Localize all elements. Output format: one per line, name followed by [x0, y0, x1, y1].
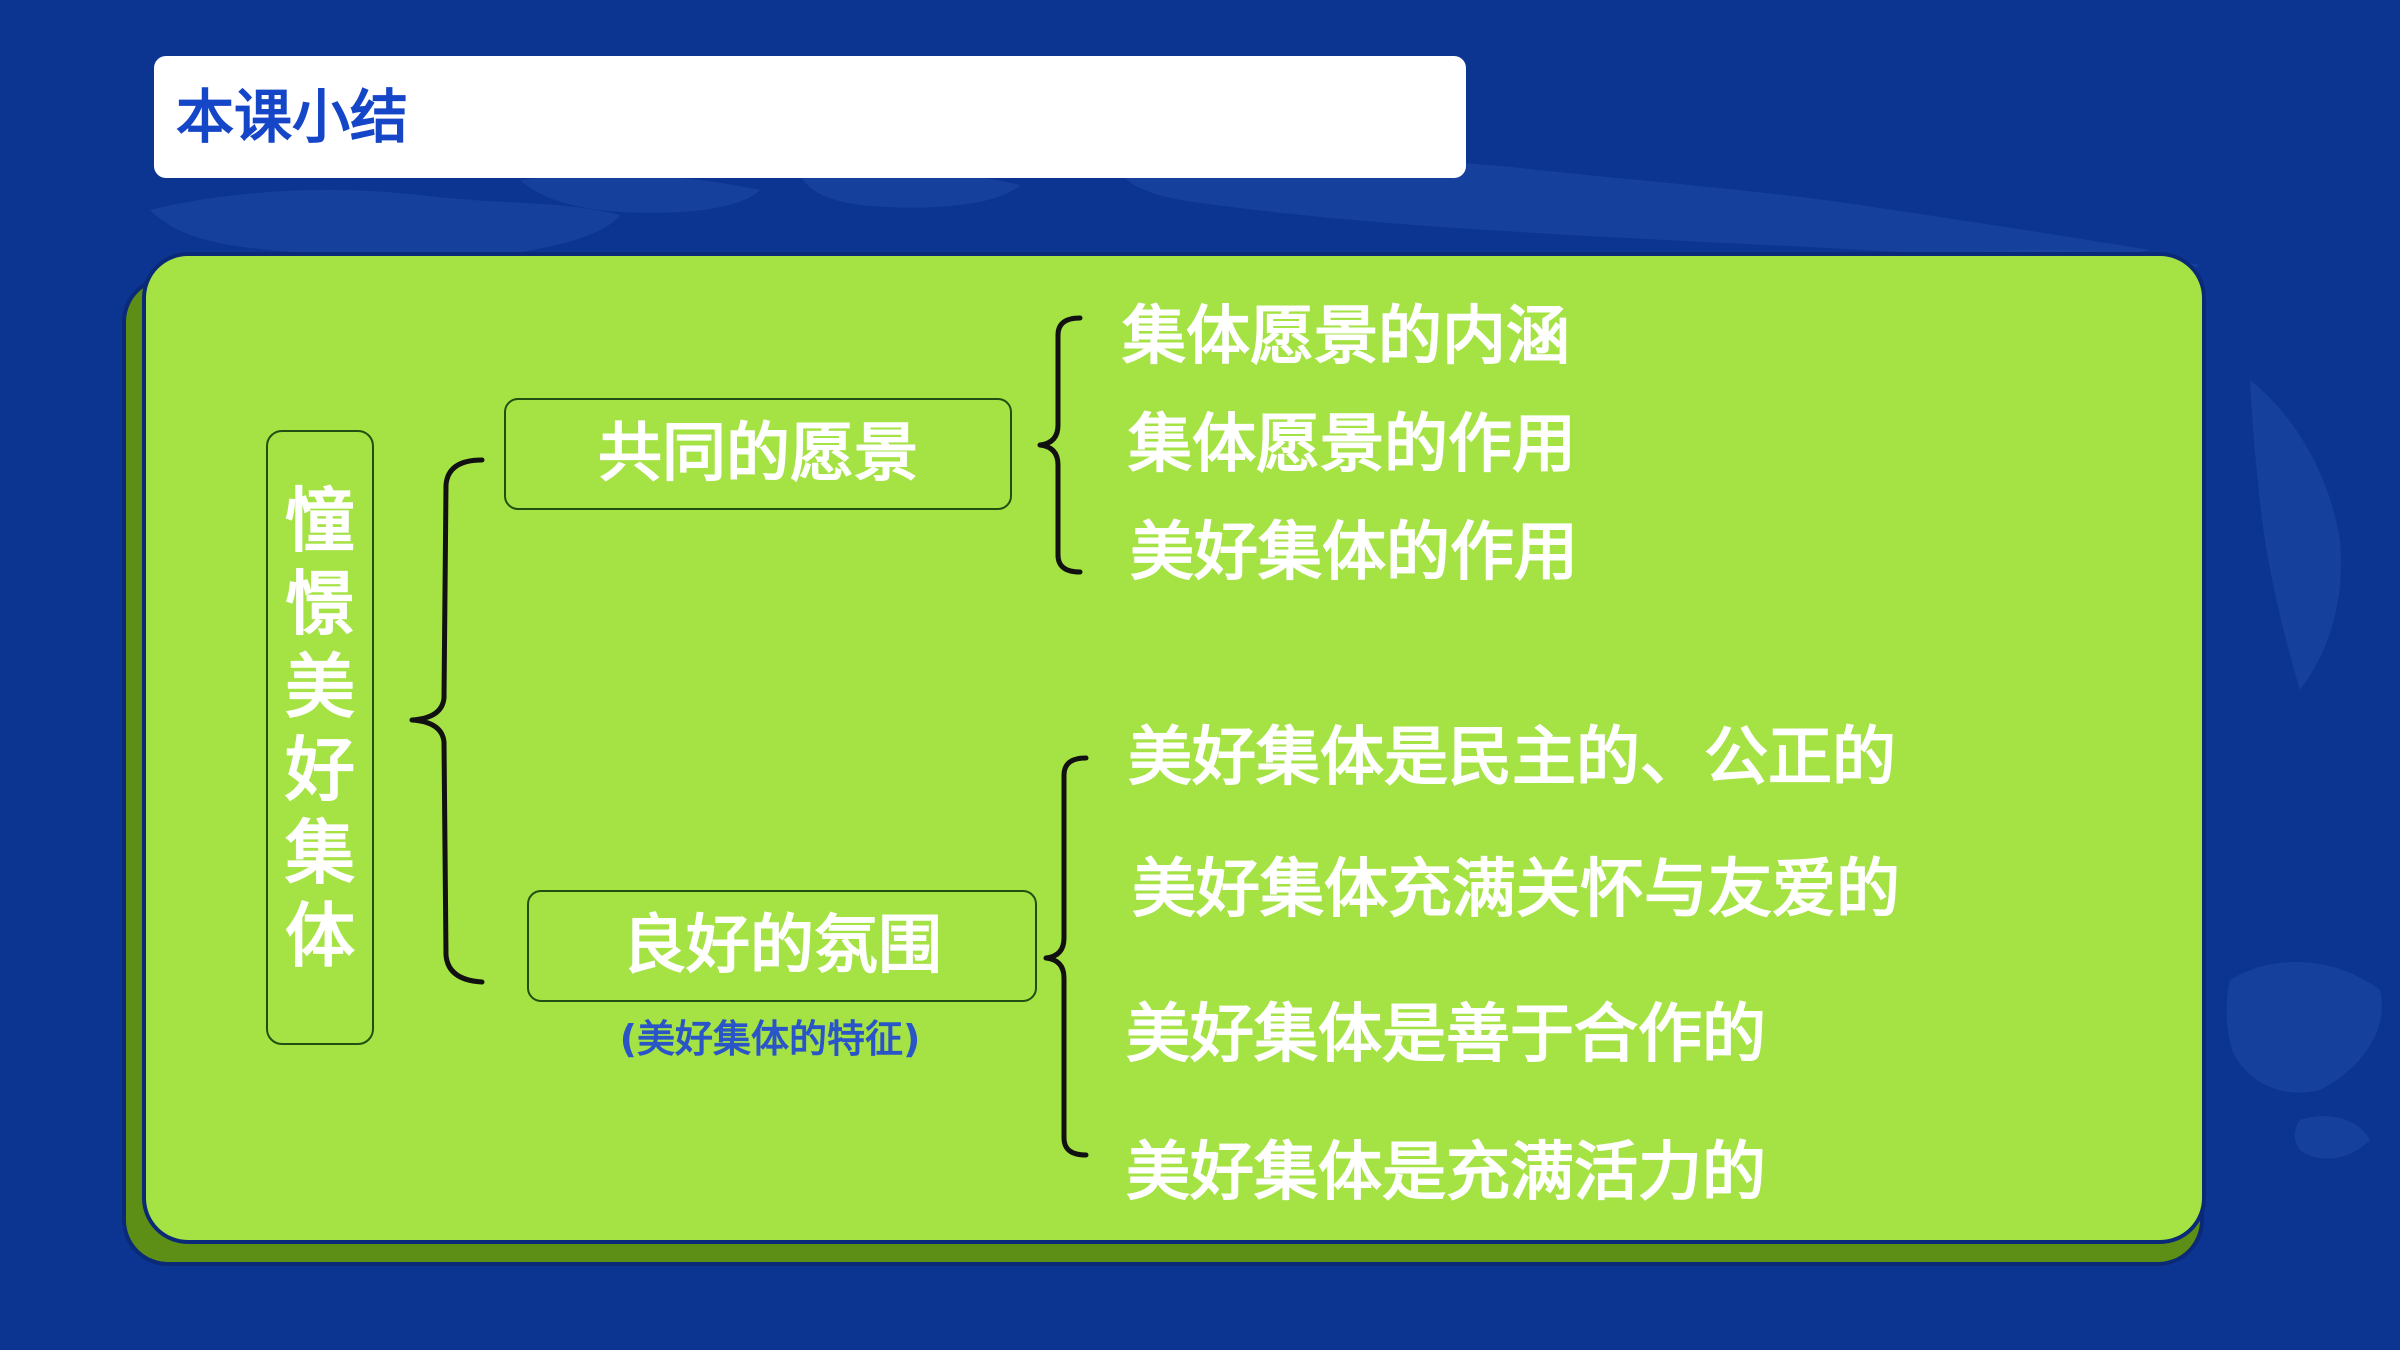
atmosphere-item-3: 美好集体是善于合作的 — [1126, 998, 1766, 1072]
vision-item-3: 美好集体的作用 — [1130, 516, 1578, 590]
vision-item-2: 集体愿景的作用 — [1128, 408, 1576, 482]
atmosphere-brace — [1043, 755, 1089, 1158]
root-topic-label: 憧憬美好集体 — [285, 480, 355, 977]
atmosphere-item-2: 美好集体充满关怀与友爱的 — [1132, 853, 1900, 927]
branch-shared-vision-label: 共同的愿景 — [598, 417, 918, 491]
atmosphere-item-1: 美好集体是民主的、公正的 — [1128, 721, 1896, 795]
vision-item-1: 集体愿景的内涵 — [1122, 300, 1570, 374]
branch-good-atmosphere-note: (美好集体的特征) — [619, 1017, 921, 1061]
root-brace — [409, 457, 485, 985]
branch-good-atmosphere-label: 良好的氛围 — [622, 909, 942, 983]
title-bar: 本课小结 — [154, 56, 1466, 178]
slide-title: 本课小结 — [176, 83, 409, 151]
root-topic-box: 憧憬美好集体 — [266, 430, 374, 1045]
atmosphere-item-4: 美好集体是充满活力的 — [1126, 1136, 1766, 1210]
vision-brace — [1037, 315, 1083, 575]
branch-shared-vision-box: 共同的愿景 — [504, 398, 1012, 510]
summary-card — [142, 252, 2206, 1244]
branch-good-atmosphere-box: 良好的氛围 — [527, 890, 1037, 1002]
